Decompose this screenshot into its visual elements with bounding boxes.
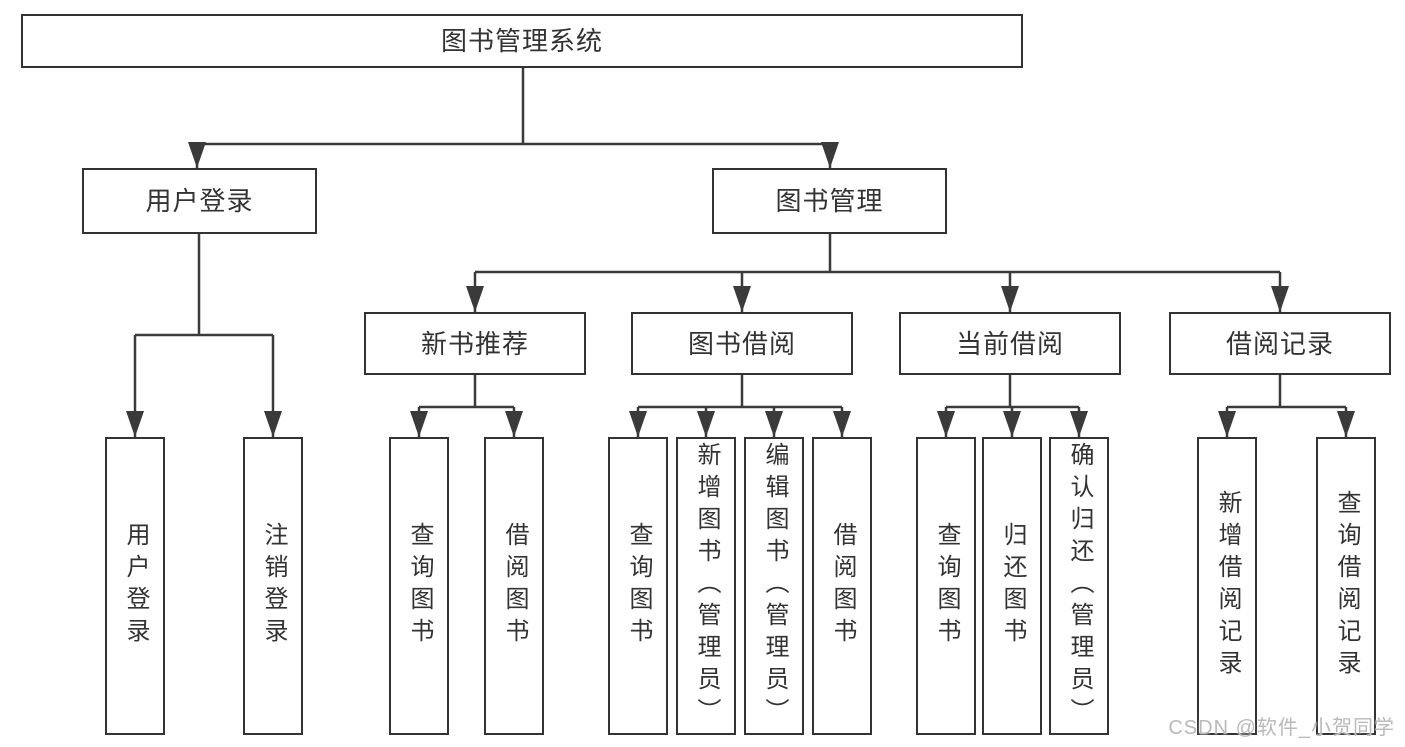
leaf-query-books-borrow: 查询图书 bbox=[608, 437, 668, 735]
node-book-management: 图书管理 bbox=[712, 168, 947, 234]
leaf-borrow-books: 借阅图书 bbox=[812, 437, 872, 735]
node-book-management-label: 图书管理 bbox=[775, 186, 884, 216]
node-root-system: 图书管理系统 bbox=[21, 14, 1023, 68]
node-book-borrow: 图书借阅 bbox=[631, 312, 853, 375]
leaf-user-login-label: 用户登录 bbox=[122, 522, 149, 650]
node-user-login: 用户登录 bbox=[82, 168, 317, 234]
leaf-logout: 注销登录 bbox=[243, 437, 303, 735]
leaf-borrow-books-label: 借阅图书 bbox=[829, 522, 856, 650]
leaf-return-book: 归还图书 bbox=[982, 437, 1042, 735]
node-user-login-label: 用户登录 bbox=[145, 186, 254, 216]
leaf-add-book-admin-label: 新增图书（管理员） bbox=[693, 442, 720, 730]
node-borrow-records: 借阅记录 bbox=[1169, 312, 1391, 375]
leaf-logout-label: 注销登录 bbox=[260, 522, 287, 650]
leaf-return-book-label: 归还图书 bbox=[999, 522, 1026, 650]
node-borrow-records-label: 借阅记录 bbox=[1225, 328, 1334, 359]
node-root-label: 图书管理系统 bbox=[440, 26, 603, 56]
leaf-query-borrow-record: 查询借阅记录 bbox=[1316, 437, 1376, 735]
leaf-query-books-recommend-label: 查询图书 bbox=[406, 522, 433, 650]
leaf-add-borrow-record: 新增借阅记录 bbox=[1197, 437, 1257, 735]
leaf-query-books-recommend: 查询图书 bbox=[389, 437, 449, 735]
leaf-confirm-return-admin-label: 确认归还（管理员） bbox=[1066, 442, 1093, 730]
node-current-borrow-label: 当前借阅 bbox=[955, 328, 1064, 359]
node-new-book-recommend-label: 新书推荐 bbox=[420, 328, 529, 359]
leaf-borrow-books-recommend: 借阅图书 bbox=[484, 437, 544, 735]
leaf-add-book-admin: 新增图书（管理员） bbox=[676, 437, 736, 735]
leaf-edit-book-admin-label: 编辑图书（管理员） bbox=[761, 442, 788, 730]
node-new-book-recommend: 新书推荐 bbox=[364, 312, 586, 375]
leaf-query-borrow-record-label: 查询借阅记录 bbox=[1333, 490, 1360, 682]
node-book-borrow-label: 图书借阅 bbox=[687, 328, 796, 359]
leaf-confirm-return-admin: 确认归还（管理员） bbox=[1049, 437, 1109, 735]
node-current-borrow: 当前借阅 bbox=[899, 312, 1121, 375]
leaf-user-login: 用户登录 bbox=[105, 437, 165, 735]
csdn-watermark: CSDN @软件_小贺同学 bbox=[1168, 717, 1395, 739]
leaf-query-books-current: 查询图书 bbox=[916, 437, 976, 735]
leaf-add-borrow-record-label: 新增借阅记录 bbox=[1214, 490, 1241, 682]
leaf-edit-book-admin: 编辑图书（管理员） bbox=[744, 437, 804, 735]
leaf-query-books-borrow-label: 查询图书 bbox=[625, 522, 652, 650]
leaf-query-books-current-label: 查询图书 bbox=[933, 522, 960, 650]
leaf-borrow-books-recommend-label: 借阅图书 bbox=[501, 522, 528, 650]
